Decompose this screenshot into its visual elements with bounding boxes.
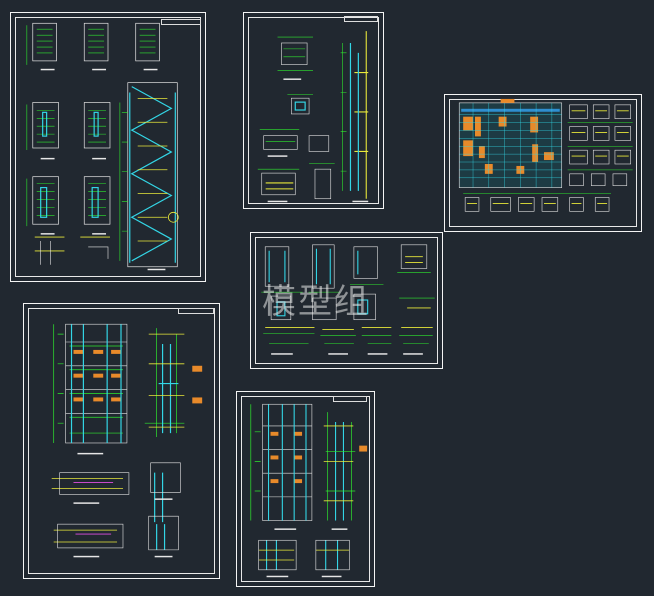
sheet-drawing bbox=[250, 403, 368, 578]
sheet-frame bbox=[241, 396, 370, 582]
drawing-sheet-stair-plans[interactable] bbox=[10, 12, 206, 282]
sheet-frame bbox=[255, 237, 438, 364]
sheet-frame bbox=[15, 17, 201, 277]
sheet-drawing bbox=[458, 98, 633, 212]
sheet-drawing bbox=[51, 323, 203, 558]
drawing-sheet-elevation-left[interactable] bbox=[23, 303, 220, 579]
sheet-frame bbox=[28, 308, 215, 574]
sheet-frame bbox=[248, 17, 379, 204]
title-block bbox=[344, 16, 378, 22]
drawing-sheet-rebar-schedule[interactable] bbox=[444, 94, 642, 232]
sheet-frame bbox=[449, 99, 637, 227]
sheet-drawing bbox=[26, 22, 179, 271]
drawing-sheet-stair-details[interactable] bbox=[243, 12, 384, 209]
drawing-sheet-elevation-right[interactable] bbox=[236, 391, 375, 587]
title-block bbox=[161, 19, 201, 25]
drawing-sheet-stair-details-2[interactable] bbox=[250, 232, 443, 369]
title-block bbox=[178, 308, 214, 314]
sheet-drawing bbox=[257, 31, 369, 203]
title-block bbox=[333, 396, 367, 402]
sheet-drawing bbox=[261, 244, 435, 355]
